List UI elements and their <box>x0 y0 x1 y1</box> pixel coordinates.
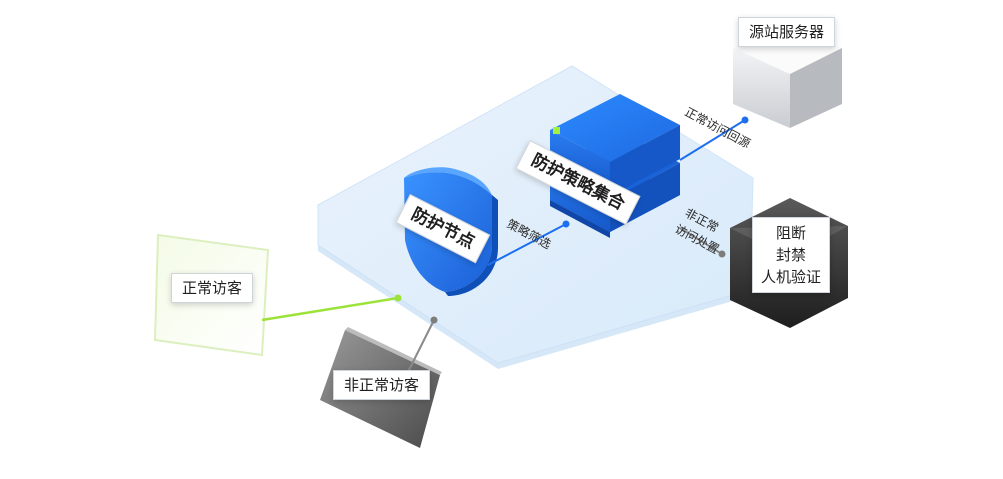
edge-abnormal-visitor-dot <box>430 316 438 324</box>
edge-abnormal-handle <box>679 227 723 255</box>
edge-normal-visitor-dot <box>394 294 402 302</box>
edge-abnormal-visitor <box>407 319 435 373</box>
protection-plane-front-edge <box>318 245 750 369</box>
edge-strategy-filter <box>487 223 567 266</box>
status-indicator <box>553 127 560 134</box>
block-action-item: 人机验证 <box>761 268 822 286</box>
origin-server-label: 源站服务器 <box>738 17 836 47</box>
block-actions-label: 阻断 封禁 人机验证 <box>752 217 831 293</box>
edge-normal-back <box>679 119 746 161</box>
edge-abnormal-handle-dot <box>718 250 726 258</box>
edge-strategy-filter-dot <box>562 220 570 228</box>
edge-normal-visitor <box>261 296 399 322</box>
block-action-item: 封禁 <box>776 246 807 264</box>
abnormal-visitor-label: 非正常访客 <box>333 370 431 400</box>
edge-normal-back-dot <box>741 116 749 124</box>
normal-visitor-label: 正常访客 <box>171 273 254 303</box>
block-action-item: 阻断 <box>776 224 807 242</box>
